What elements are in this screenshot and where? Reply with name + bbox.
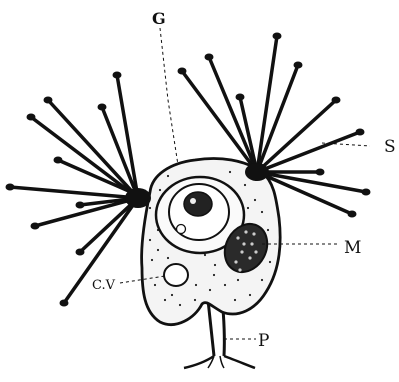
granule xyxy=(247,207,249,209)
chromatin-speck xyxy=(250,242,253,245)
granule xyxy=(261,211,263,213)
granule xyxy=(224,284,226,286)
tentacle-knob xyxy=(44,97,53,104)
granule xyxy=(195,284,197,286)
chromatin-speck xyxy=(254,250,257,253)
tentacle-knob xyxy=(54,157,63,164)
granule xyxy=(267,229,269,231)
granule xyxy=(209,289,211,291)
tentacle-knob xyxy=(178,68,187,75)
tentacle-knob xyxy=(356,129,365,136)
granule xyxy=(213,274,215,276)
granule xyxy=(269,261,271,263)
tentacle-knob xyxy=(348,211,357,218)
granule xyxy=(244,184,246,186)
tentacle-knob xyxy=(76,202,85,209)
tentacle-knob xyxy=(236,94,245,101)
tentacle-knob xyxy=(294,62,303,69)
contractile-vacuole xyxy=(164,264,188,286)
granule xyxy=(151,259,153,261)
label-s: S xyxy=(384,137,396,157)
label-cv: C.V xyxy=(92,278,116,293)
tentacle xyxy=(257,132,360,172)
granule xyxy=(149,239,151,241)
tentacle-knob xyxy=(113,72,122,79)
granule xyxy=(164,299,166,301)
tentacle xyxy=(257,36,277,172)
tentacle xyxy=(10,187,138,198)
granule xyxy=(214,264,216,266)
tentacle-knob xyxy=(60,300,69,307)
chromatin-speck xyxy=(252,232,255,235)
granule xyxy=(167,175,169,177)
tentacle-knob xyxy=(98,104,107,111)
tentacle-knob xyxy=(6,184,15,191)
tentacle-knob xyxy=(76,249,85,256)
tentacle-knob xyxy=(332,97,341,104)
label-p: P xyxy=(258,331,269,351)
granule xyxy=(149,207,151,209)
label-g: G xyxy=(152,9,166,28)
granule xyxy=(159,189,161,191)
granule xyxy=(249,294,251,296)
tentacle-knob xyxy=(31,223,40,230)
chromatin-speck xyxy=(248,256,251,259)
chromatin-speck xyxy=(234,260,237,263)
granule xyxy=(254,199,256,201)
chromatin-speck xyxy=(238,268,241,271)
tentacle-knob xyxy=(362,189,371,196)
tentacle-knob xyxy=(273,33,282,40)
granule xyxy=(204,254,206,256)
granule xyxy=(167,257,169,259)
label-m: M xyxy=(344,238,361,258)
granule xyxy=(229,171,231,173)
granule xyxy=(157,249,159,251)
chromatin-speck xyxy=(240,250,243,253)
leader-g xyxy=(160,28,178,165)
granule xyxy=(261,279,263,281)
tentacle-knob xyxy=(27,114,36,121)
chromatin-speck xyxy=(244,230,247,233)
granule xyxy=(237,279,239,281)
granule xyxy=(194,299,196,301)
tentacle-knob xyxy=(316,169,325,176)
granule xyxy=(154,284,156,286)
chromatin-speck xyxy=(242,242,245,245)
tentacle xyxy=(257,100,336,172)
granule xyxy=(179,304,181,306)
granule xyxy=(171,294,173,296)
granule xyxy=(234,299,236,301)
chromatin-speck xyxy=(236,236,239,239)
tentacle-knob xyxy=(205,54,214,61)
